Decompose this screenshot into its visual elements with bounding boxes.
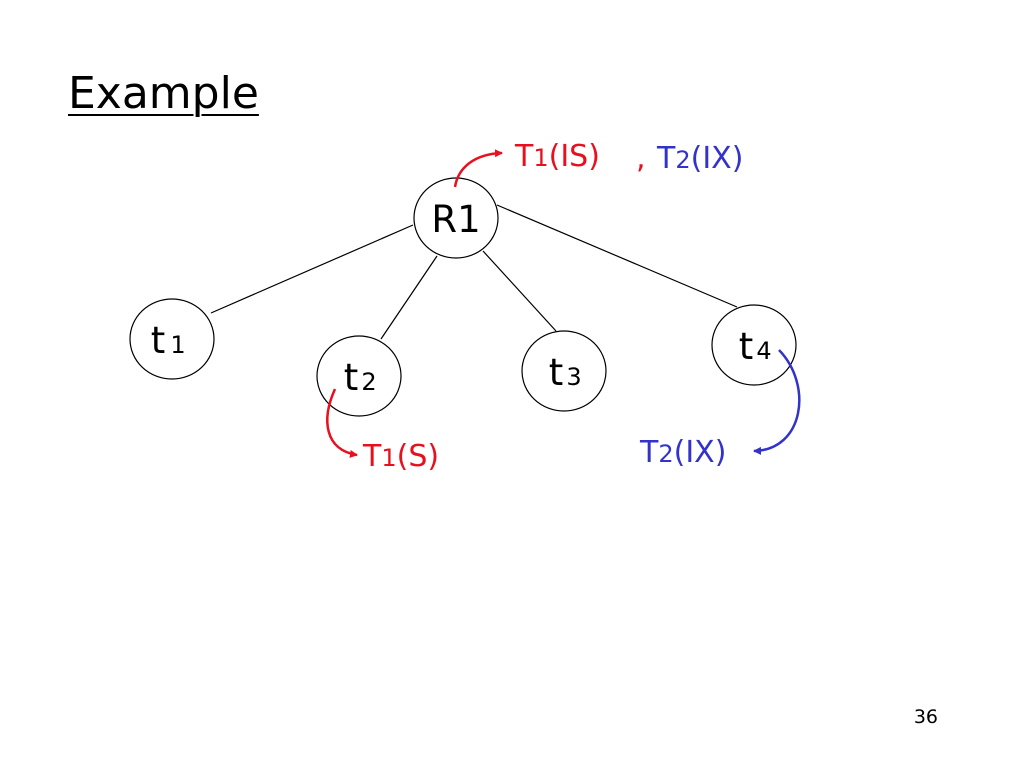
node-r1-label: R1 <box>431 198 480 241</box>
lock-label-t4-t2: T2(IX) <box>639 435 726 470</box>
page-number: 36 <box>913 706 938 728</box>
node-t2-subscript: 2 <box>361 368 376 396</box>
node-t2: t 2 <box>316 335 402 417</box>
lock-txn-sub: 1 <box>533 144 548 172</box>
lock-txn: T <box>362 439 382 474</box>
lock-mode: (IS) <box>549 139 600 174</box>
node-t3-label: t <box>549 351 564 394</box>
lock-txn-sub: 1 <box>381 444 396 472</box>
edge-r1-t2 <box>380 255 438 340</box>
edge-r1-t3 <box>482 250 557 332</box>
node-t4-label: t <box>739 325 754 368</box>
arrow-t2-t1-lock <box>326 388 358 458</box>
lock-label-root-t1: T1(IS) <box>514 139 600 174</box>
arrow-t4-t2-lock <box>753 349 801 455</box>
node-t4-subscript: 4 <box>756 337 771 365</box>
lock-separator: , <box>636 141 646 176</box>
node-t3: t 3 <box>521 330 607 412</box>
arrow-r1-t1-lock <box>453 149 503 188</box>
lock-label-t2-t1: T1(S) <box>362 439 439 474</box>
lock-txn: T <box>514 139 534 174</box>
lock-txn-sub: 2 <box>658 440 673 468</box>
lock-mode: (IX) <box>674 435 727 470</box>
lock-mode: (IX) <box>691 141 744 176</box>
lock-txn-sub: 2 <box>675 146 690 174</box>
node-t1-label: t <box>151 319 166 362</box>
node-t3-subscript: 3 <box>566 363 581 391</box>
node-r1: R1 <box>413 177 499 259</box>
edge-r1-t1 <box>210 224 414 314</box>
slide-title: Example <box>68 68 259 119</box>
lock-label-root-t2: T2(IX) <box>656 141 743 176</box>
node-t1-subscript: 1 <box>170 331 185 359</box>
node-t4: t 4 <box>711 304 797 386</box>
lock-txn: T <box>656 141 676 176</box>
node-t1: t 1 <box>129 298 215 380</box>
lock-txn: T <box>639 435 659 470</box>
lock-mode: (S) <box>397 439 439 474</box>
node-t2-label: t <box>344 356 359 399</box>
edge-r1-t4 <box>496 204 738 308</box>
